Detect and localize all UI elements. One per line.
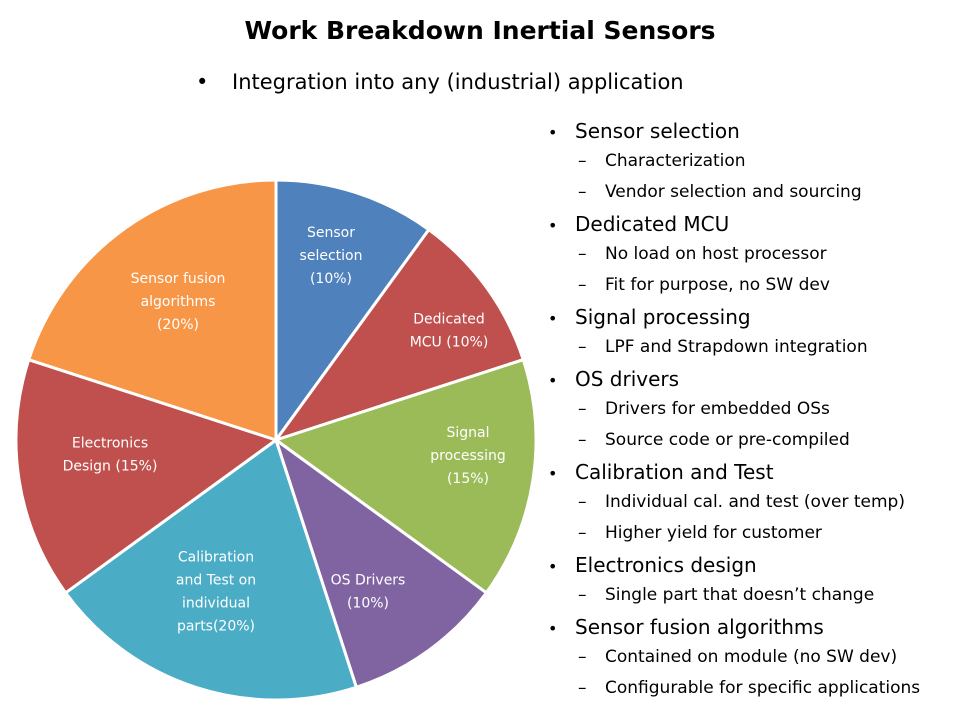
bullet-list: •Sensor selection–Characterization–Vendo… [548, 117, 958, 706]
list-item: • Calibration and Test [548, 458, 958, 489]
slice-label-line: selection [300, 248, 363, 264]
subtitle-bullet: • [196, 70, 209, 94]
bullet-marker: • [548, 619, 558, 638]
list-item: • Signal processing [548, 303, 958, 334]
pie-slice [14, 357, 280, 595]
list-text: Sensor selection [575, 119, 740, 143]
pie-slice [273, 436, 489, 690]
list-text: Drivers for embedded OSs [605, 399, 830, 419]
list-subitem: –Configurable for specific applications [548, 675, 958, 706]
slice-label: OS Drivers (10%) [331, 573, 406, 612]
dash-marker: – [578, 337, 587, 357]
list-text: Source code or pre-compiled [605, 430, 850, 450]
list-text: LPF and Strapdown integration [605, 337, 868, 357]
list-text: Higher yield for customer [605, 523, 822, 543]
bullet-marker: • [548, 123, 558, 142]
slice-label-line: and Test on [176, 573, 256, 589]
list-subitem: –Fit for purpose, no SW dev [548, 272, 958, 303]
dash-marker: – [578, 151, 587, 171]
dash-marker: – [578, 275, 587, 295]
list-item: • Dedicated MCU [548, 210, 958, 241]
list-subitem: –Higher yield for customer [548, 520, 958, 551]
pie-slice [274, 178, 431, 445]
dash-marker: – [578, 430, 587, 450]
bullet-marker: • [548, 371, 558, 390]
dash-marker: – [578, 523, 587, 543]
list-subitem: –Characterization [548, 148, 958, 179]
list-text: Vendor selection and sourcing [605, 182, 862, 202]
list-subitem: –LPF and Strapdown integration [548, 334, 958, 365]
subtitle-text: Integration into any (industrial) applic… [232, 70, 684, 94]
slice-label-line: (10%) [310, 271, 352, 287]
list-subitem: –Drivers for embedded OSs [548, 396, 958, 427]
slice-label-line: MCU (10%) [410, 335, 489, 351]
slice-label: Sensor selection (10%) [300, 225, 363, 287]
list-text: Fit for purpose, no SW dev [605, 275, 830, 295]
list-subitem: –Contained on module (no SW dev) [548, 644, 958, 675]
slice-label-line: parts(20%) [177, 619, 255, 635]
slice-label: Calibration and Test on individual parts(20… [176, 550, 256, 635]
bullet-marker: • [548, 216, 558, 235]
pie-slice [272, 357, 538, 595]
dash-marker: – [578, 678, 587, 698]
slice-label: Sensor fusion algorithms (20%) [131, 271, 226, 333]
list-subitem: –Individual cal. and test (over temp) [548, 489, 958, 520]
list-text: Configurable for specific applications [605, 678, 921, 698]
bullet-marker: • [548, 464, 558, 483]
list-subitem: –No load on host processor [548, 241, 958, 272]
pie-slice [63, 437, 359, 702]
dash-marker: – [578, 399, 587, 419]
slice-label-line: Sensor fusion [131, 271, 226, 287]
slice-label-line: Design (15%) [63, 459, 158, 475]
list-text: Signal processing [575, 305, 751, 329]
slice-label-line: (10%) [347, 596, 389, 612]
slice-label-line: Sensor [307, 225, 355, 241]
slice-label-line: OS Drivers [331, 573, 406, 589]
list-item: • Sensor selection [548, 117, 958, 148]
dash-marker: – [578, 244, 587, 264]
slice-label-line: Electronics [72, 436, 148, 452]
slice-label-line: Signal [446, 425, 489, 441]
list-text: Sensor fusion algorithms [575, 615, 824, 639]
list-text: Calibration and Test [575, 460, 774, 484]
slide-title: Work Breakdown Inertial Sensors [244, 16, 716, 45]
list-item: • Electronics design [548, 551, 958, 582]
list-item: • Sensor fusion algorithms [548, 613, 958, 644]
list-subitem: –Single part that doesn’t change [548, 582, 958, 613]
list-text: Electronics design [575, 553, 757, 577]
dash-marker: – [578, 647, 587, 667]
list-text: Individual cal. and test (over temp) [605, 492, 905, 512]
slice-label-line: Calibration [178, 550, 254, 566]
dash-marker: – [578, 585, 587, 605]
list-text: Single part that doesn’t change [605, 585, 875, 605]
list-text: OS drivers [575, 367, 680, 391]
slice-label-line: individual [182, 596, 250, 612]
subtitle: • Integration into any (industrial) appli… [196, 70, 684, 94]
list-subitem: –Vendor selection and sourcing [548, 179, 958, 210]
slice-label-line: Dedicated [413, 312, 484, 328]
slice-label-line: algorithms [141, 294, 216, 310]
pie-slice [272, 227, 526, 443]
dash-marker: – [578, 492, 587, 512]
list-text: No load on host processor [605, 244, 827, 264]
bullet-marker: • [548, 309, 558, 328]
list-subitem: –Source code or pre-compiled [548, 427, 958, 458]
list-text: Contained on module (no SW dev) [605, 647, 898, 667]
dash-marker: – [578, 182, 587, 202]
list-item: • OS drivers [548, 365, 958, 396]
slice-label: Signal processing (15%) [430, 425, 505, 487]
list-text: Dedicated MCU [575, 212, 730, 236]
bullet-marker: • [548, 557, 558, 576]
slice-label-line: (15%) [447, 471, 489, 487]
slice-label-line: processing [430, 448, 505, 464]
pie-slice [26, 178, 278, 443]
list-text: Characterization [605, 151, 746, 171]
slice-label-line: (20%) [157, 317, 199, 333]
